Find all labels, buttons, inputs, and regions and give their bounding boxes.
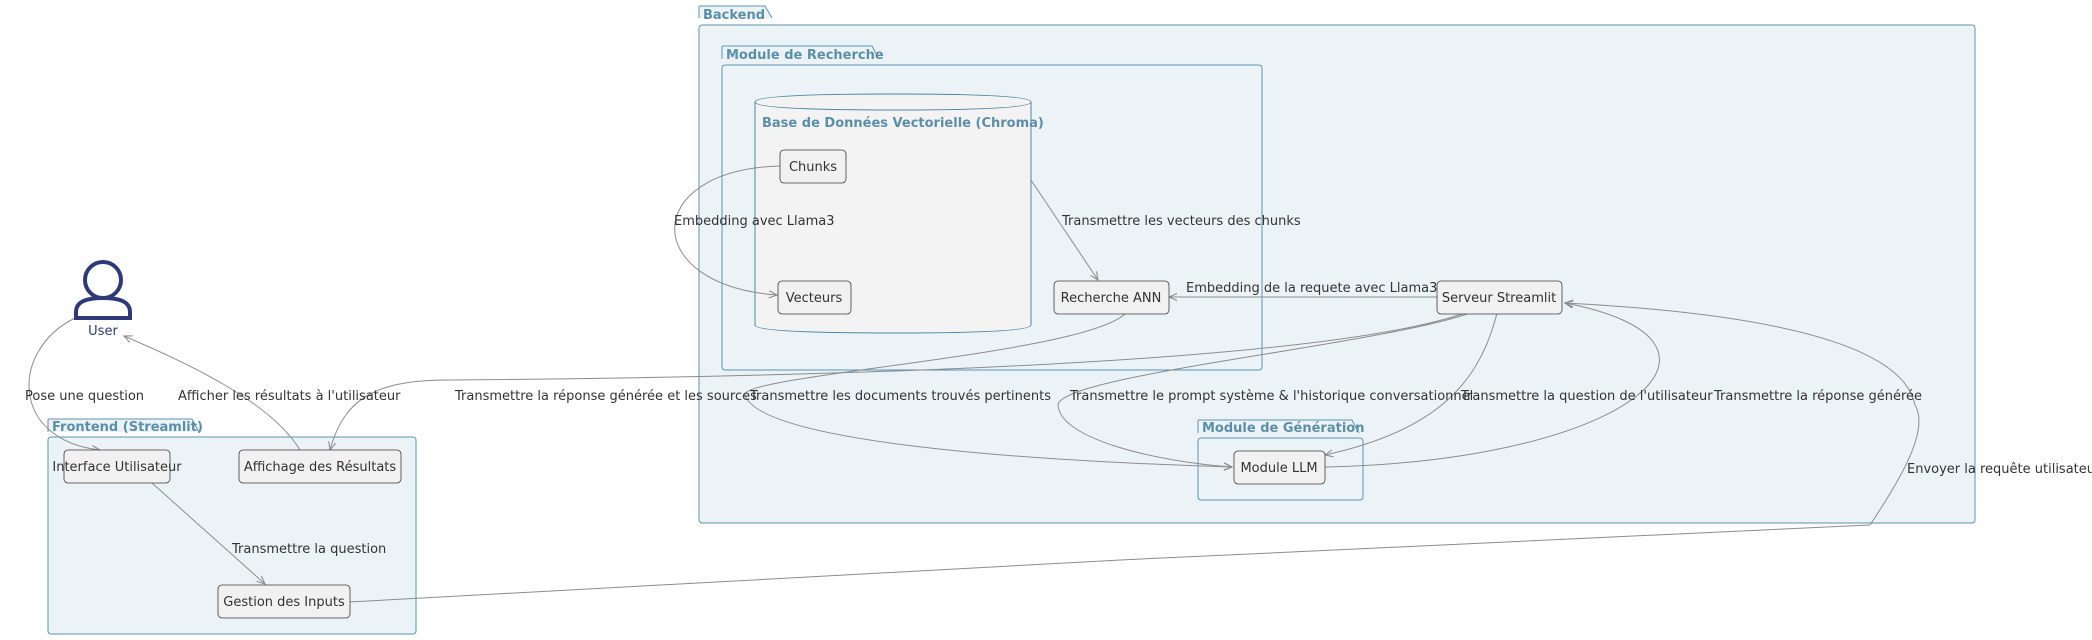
node-interface-utilisateur-label: Interface Utilisateur bbox=[52, 460, 182, 475]
package-generation-title: Module de Génération bbox=[1202, 421, 1364, 436]
node-serveur-streamlit-label: Serveur Streamlit bbox=[1442, 291, 1556, 306]
edge-serveur-affichage bbox=[330, 312, 1466, 450]
label-envoyer-requete: Envoyer la requête utilisateur bbox=[1907, 462, 2092, 477]
node-chunks-label: Chunks bbox=[789, 160, 837, 175]
actor-user-label: User bbox=[88, 324, 118, 339]
label-transmettre-reponse-sources: Transmettre la réponse générée et les so… bbox=[454, 389, 757, 404]
package-recherche-title: Module de Recherche bbox=[726, 48, 884, 63]
label-embedding-requete: Embedding de la requete avec Llama3 bbox=[1186, 281, 1437, 296]
node-affichage-resultats: Affichage des Résultats bbox=[238, 449, 402, 484]
node-recherche-ann: Recherche ANN bbox=[1053, 280, 1170, 315]
edge-user-interface bbox=[28, 317, 100, 450]
label-pose-question: Pose une question bbox=[25, 389, 144, 404]
label-transmettre-vecteurs: Transmettre les vecteurs des chunks bbox=[1061, 214, 1301, 229]
node-vecteurs: Vecteurs bbox=[777, 280, 852, 315]
edge-interface-inputs bbox=[151, 482, 265, 584]
edge-db-recherche bbox=[1030, 179, 1098, 280]
node-gestion-inputs: Gestion des Inputs bbox=[217, 584, 351, 619]
label-transmettre-reponse-generee: Transmettre la réponse générée bbox=[1713, 389, 1922, 404]
label-transmettre-question-utilisateur: Transmettre la question de l'utilisateur bbox=[1460, 389, 1713, 404]
actor-user: User bbox=[74, 260, 132, 339]
edge-recherche-llm bbox=[744, 313, 1232, 467]
edge-chunks-vecteurs bbox=[674, 165, 781, 295]
package-backend-title: Backend bbox=[703, 8, 765, 23]
database-title: Base de Données Vectorielle (Chroma) bbox=[762, 116, 1044, 131]
edge-affichage-user bbox=[124, 336, 301, 451]
label-transmettre-question: Transmettre la question bbox=[231, 542, 386, 557]
edge-serveur-llm-prompt bbox=[1057, 312, 1471, 467]
user-icon bbox=[74, 260, 132, 320]
node-module-llm-label: Module LLM bbox=[1240, 461, 1317, 476]
edge-serveur-llm-question bbox=[1325, 312, 1498, 455]
label-embedding-llama3: Embedding avec Llama3 bbox=[674, 214, 835, 229]
edge-labels: Embedding avec Llama3 Transmettre les ve… bbox=[25, 214, 2092, 557]
label-afficher-resultats: Afficher les résultats à l'utilisateur bbox=[178, 389, 401, 404]
node-vecteurs-label: Vecteurs bbox=[786, 291, 843, 306]
label-transmettre-prompt: Transmettre le prompt système & l'histor… bbox=[1069, 389, 1473, 404]
node-chunks: Chunks bbox=[779, 149, 847, 184]
node-affichage-resultats-label: Affichage des Résultats bbox=[244, 460, 397, 475]
edge-llm-serveur bbox=[1324, 303, 1660, 468]
node-module-llm: Module LLM bbox=[1233, 450, 1326, 485]
node-interface-utilisateur: Interface Utilisateur bbox=[52, 449, 182, 484]
label-transmettre-documents: Transmettre les documents trouvés pertin… bbox=[749, 389, 1051, 404]
package-frontend-title: Frontend (Streamlit) bbox=[52, 420, 203, 435]
node-serveur-streamlit: Serveur Streamlit bbox=[1436, 280, 1563, 315]
node-gestion-inputs-label: Gestion des Inputs bbox=[223, 595, 345, 610]
node-recherche-ann-label: Recherche ANN bbox=[1061, 291, 1162, 306]
